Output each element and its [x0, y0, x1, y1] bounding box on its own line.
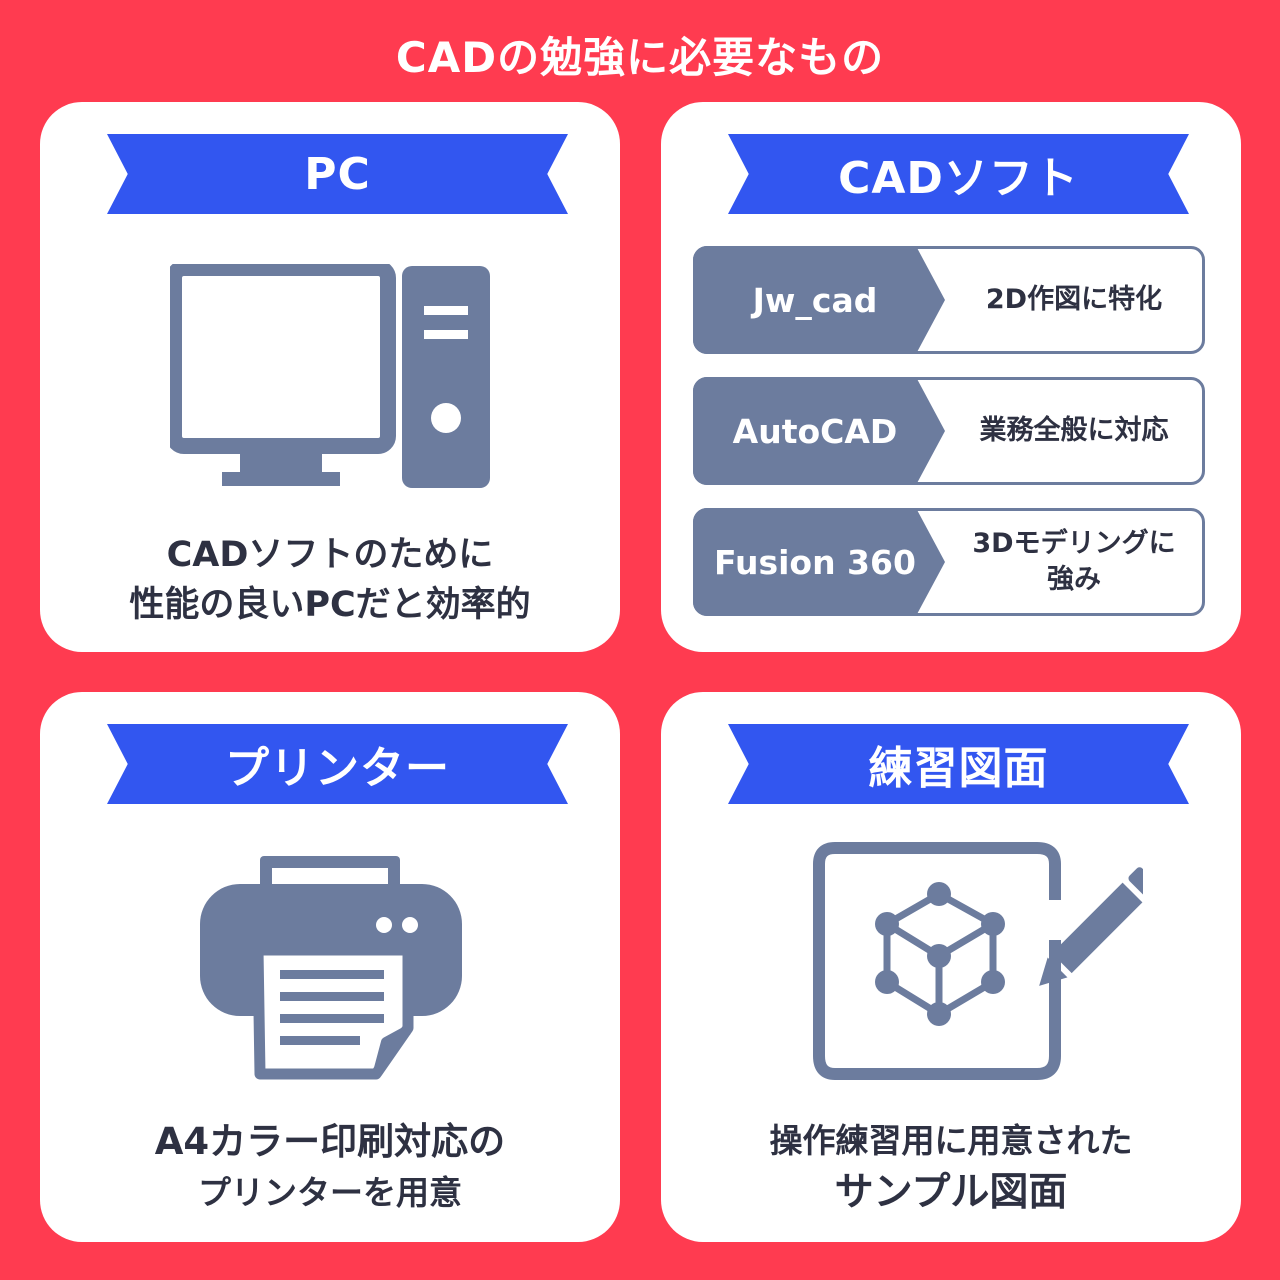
ribbon-heading-printer: プリンター [107, 724, 568, 804]
card-cad-software: CADソフト Jw_cad 2D作図に特化 AutoCAD 業務全般に対応 Fu… [661, 102, 1241, 652]
software-row-fusion360: Fusion 360 3Dモデリングに 強み [693, 508, 1205, 616]
page-title: CADの勉強に必要なもの [395, 33, 885, 82]
printer-icon [200, 856, 462, 1080]
software-feature: 3Dモデリングに 強み [943, 508, 1205, 616]
card-practice-drawing: 練習図面 操作練習用に用意された サンプル図面 [661, 692, 1241, 1242]
software-name: Fusion 360 [714, 542, 916, 582]
ribbon-heading-drawing: 練習図面 [728, 724, 1189, 804]
pc-desc-line1: CADソフトのために [166, 535, 494, 575]
card-printer: プリンター A4カラー印刷対応の プリンターを用意 [40, 692, 620, 1242]
drawing-desc-line2: サンプル図面 [834, 1170, 1068, 1215]
software-feature: 業務全般に対応 [979, 415, 1169, 446]
printer-desc-line1: A4カラー印刷対応の [154, 1120, 506, 1163]
ribbon-heading-cad: CADソフト [728, 134, 1189, 214]
software-feature: 2D作図に特化 [985, 284, 1163, 315]
3d-drawing-icon [813, 842, 1143, 1080]
software-name: Jw_cad [752, 280, 878, 320]
pc-desc-line2: 性能の良いPCだと効率的 [129, 585, 531, 625]
pc-description: CADソフトのために 性能の良いPCだと効率的 [40, 530, 620, 630]
printer-desc-line2: プリンターを用意 [198, 1173, 462, 1212]
software-feature-line1: 3Dモデリングに [972, 528, 1176, 559]
software-feature-line2: 強み [1046, 564, 1101, 595]
software-row-autocad: AutoCAD 業務全般に対応 [693, 377, 1205, 485]
drawing-desc-line1: 操作練習用に用意された [769, 1121, 1133, 1160]
printer-description: A4カラー印刷対応の プリンターを用意 [40, 1116, 620, 1218]
desktop-computer-icon [170, 264, 490, 488]
software-row-jwcad: Jw_cad 2D作図に特化 [693, 246, 1205, 354]
drawing-description: 操作練習用に用意された サンプル図面 [661, 1116, 1241, 1220]
card-pc: PC CADソフトのために 性能の良いPCだと効率的 [40, 102, 620, 652]
software-name: AutoCAD [732, 411, 898, 451]
ribbon-heading-pc: PC [107, 134, 568, 214]
